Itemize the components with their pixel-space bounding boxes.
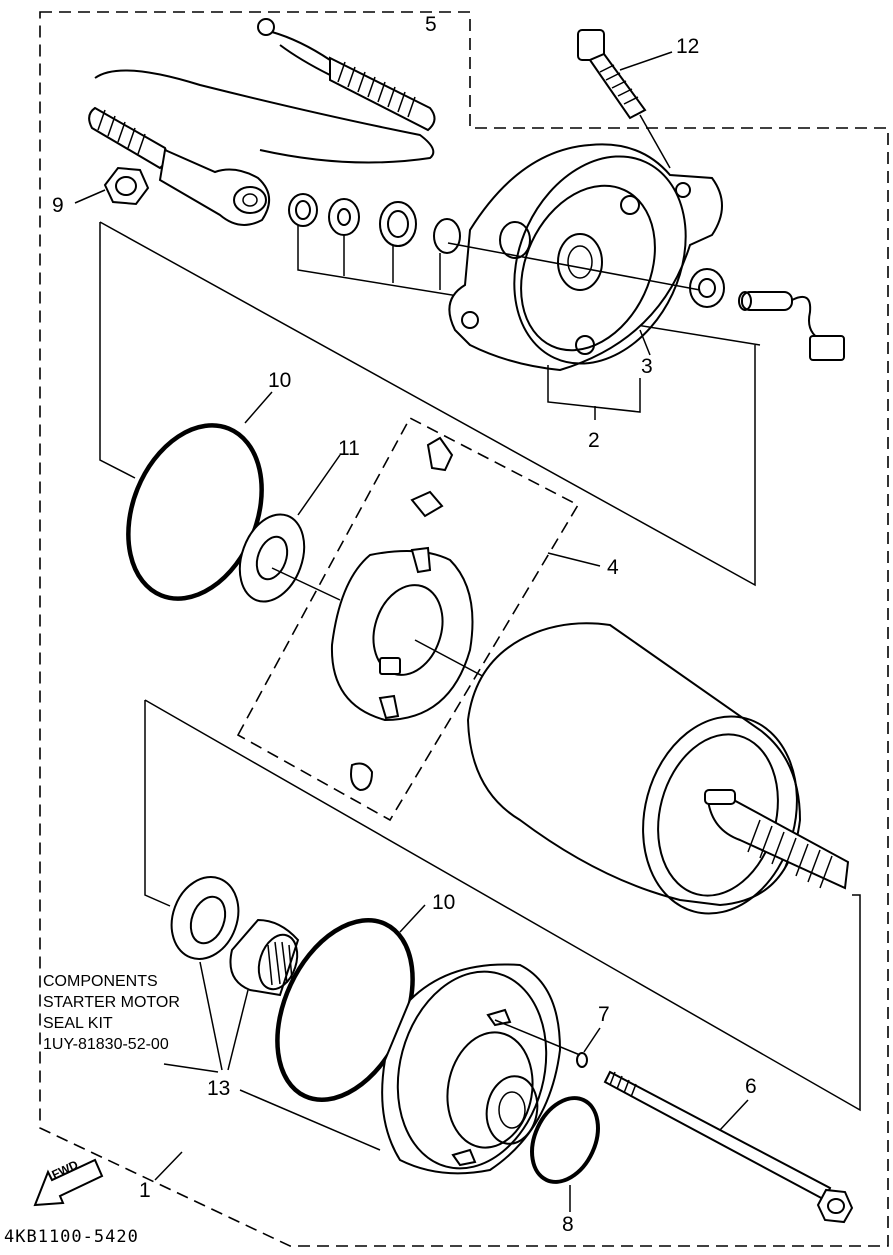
- kit-note-line-2: STARTER MOTOR: [43, 994, 180, 1011]
- kit-note-line-4: 1UY-81830-52-00: [43, 1036, 169, 1053]
- seal-kit-note: COMPONENTS STARTER MOTOR SEAL KIT 1UY-81…: [43, 971, 180, 1055]
- small-o-ring: [576, 1052, 588, 1068]
- label-part-13: 13: [207, 1077, 231, 1100]
- label-part-6: 6: [745, 1075, 757, 1098]
- washer-set: [288, 193, 761, 346]
- o-ring-small: [530, 1096, 600, 1184]
- nut-part: [74, 166, 150, 206]
- kit-note-line-3: SEAL KIT: [43, 1015, 113, 1032]
- label-part-5: 5: [425, 13, 437, 36]
- brush-lead-part: [738, 291, 845, 361]
- label-part-10-top: 10: [268, 369, 292, 392]
- label-part-7: 7: [598, 1003, 610, 1026]
- motor-yoke-armature: [466, 622, 850, 915]
- label-part-12: 12: [676, 35, 700, 58]
- drawing-code: 4KB1100-5420: [4, 1227, 139, 1247]
- leader-part-1: [154, 1151, 183, 1181]
- label-part-8: 8: [562, 1213, 574, 1236]
- label-part-1: 1: [139, 1179, 151, 1202]
- callout-brackets-2-3: [547, 329, 651, 420]
- rear-cover-housing: [447, 143, 725, 372]
- fwd-arrow-icon: [33, 1158, 104, 1207]
- label-part-2: 2: [588, 429, 600, 452]
- front-cover-housing: [381, 963, 581, 1175]
- long-bolt-part: [577, 29, 673, 169]
- label-part-11: 11: [338, 437, 360, 460]
- label-part-10-bottom: 10: [432, 891, 456, 914]
- seal-bearing-set: [163, 876, 381, 1151]
- label-part-4: 4: [607, 556, 619, 579]
- label-part-9: 9: [52, 194, 64, 217]
- guide-bracket-top: [99, 221, 756, 587]
- assembly-boundary: [39, 11, 889, 1247]
- thrust-washer-part: [238, 454, 341, 603]
- through-bolt-part: [603, 1070, 854, 1224]
- terminal-lead-part: [88, 18, 436, 226]
- guide-bracket-bottom: [144, 699, 861, 1112]
- brush-plate-assembly: [236, 416, 601, 822]
- kit-note-line-1: COMPONENTS: [43, 973, 158, 990]
- label-part-3: 3: [641, 355, 653, 378]
